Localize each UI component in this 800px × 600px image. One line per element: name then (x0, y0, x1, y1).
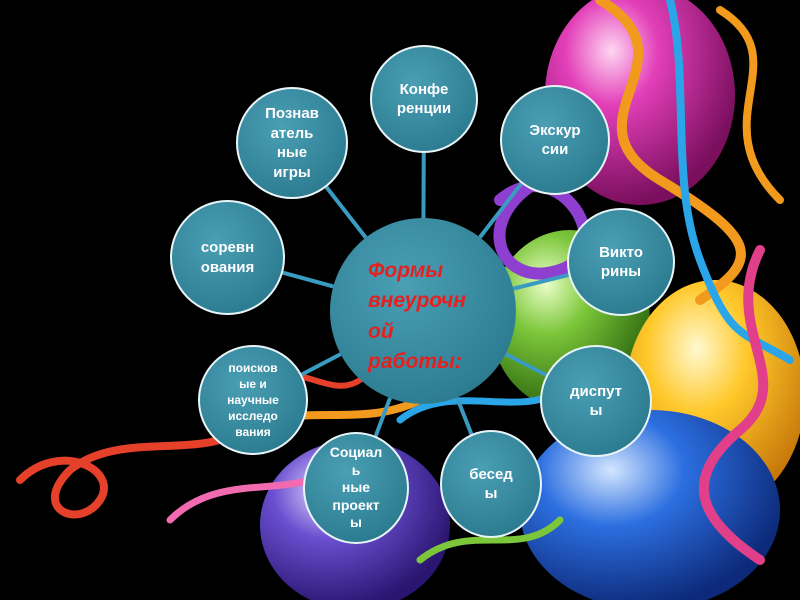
node-poznavatelnye-label: Познав атель ные игры (265, 105, 319, 181)
node-ekskursii: Экскур сии (500, 85, 610, 195)
node-ekskursii-label: Экскур сии (529, 121, 581, 159)
node-viktoriny-label: Викто рины (599, 243, 643, 281)
node-disputy-label: диспут ы (569, 382, 623, 420)
node-socialnye-label: Социал ь ные проект ы (329, 444, 383, 531)
node-besedy: бесед ы (440, 430, 542, 538)
node-viktoriny: Викто рины (567, 208, 675, 316)
node-poiskovye-issledovaniya: поисков ые и научные исследо вания (198, 345, 308, 455)
node-konferencii-label: Конфе ренции (396, 80, 452, 118)
connector-poznavatelnye-igry (324, 185, 368, 239)
node-sorevnovaniya-label: соревн ования (200, 239, 255, 276)
central-node: Формы внеурочн ой работы: (330, 218, 516, 404)
node-besedy-label: бесед ы (469, 465, 513, 503)
node-konferencii: Конфе ренции (370, 45, 478, 153)
node-disputy: диспут ы (540, 345, 652, 457)
connector-viktoriny (512, 273, 570, 291)
connector-disputy (504, 352, 548, 377)
connector-ekskursii (478, 182, 523, 239)
node-socialnye-proekty: Социал ь ные проект ы (303, 432, 409, 544)
connector-socialnye-proekty (372, 397, 392, 440)
node-poznavatelnye-igry: Познав атель ные игры (236, 87, 348, 199)
node-sorevnovaniya: соревн ования (170, 200, 285, 315)
connector-sorevnovaniya (282, 270, 334, 289)
node-poiskovye-label: поисков ые и научные исследо вания (227, 360, 279, 440)
connector-besedy (455, 396, 475, 438)
central-node-label: Формы внеурочн ой работы: (368, 259, 466, 374)
connector-poiskovye-issledovaniya (300, 352, 342, 377)
